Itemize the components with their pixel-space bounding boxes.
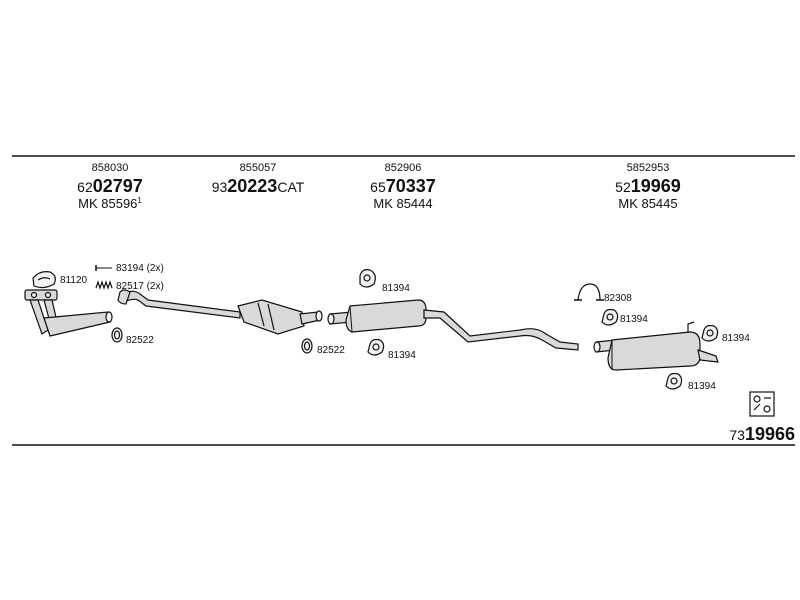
column-1-header: 858030 6202797 MK 855961 [77,162,143,211]
column-3-part-number: 6570337 [370,176,436,196]
label-82522-a: 82522 [126,335,154,346]
column-3-header: 852906 6570337 MK 85444 [370,162,436,211]
column-2-part-number: 9320223CAT [212,176,305,196]
column-4-header: 5852953 5219969 MK 85445 [615,162,681,211]
clamp-82308-icon [577,283,601,301]
column-2-header: 855057 9320223CAT [212,162,305,196]
front-pipe-flange [24,289,58,301]
rubber-mount-81394-a-icon [359,269,376,288]
label-81394-c: 81394 [620,314,648,325]
gasket-81120-icon [32,271,56,289]
label-81394-d: 81394 [722,333,750,344]
label-81394-b: 81394 [388,350,416,361]
seal-ring-82522-b-icon [301,338,313,354]
label-82308: 82308 [604,293,632,304]
rear-silencer-box [607,331,701,371]
label-82522-b: 82522 [317,345,345,356]
column-3-mk: MK 85444 [373,196,432,211]
rubber-mount-81394-e-icon [665,372,683,390]
mounting-kit-icon [749,391,775,417]
bolt-83194-icon [95,265,112,271]
middle-tail-pipe [423,309,579,351]
column-4-mk: MK 85445 [618,196,677,211]
column-1-part-number: 6202797 [77,176,143,196]
column-1-mk: MK 855961 [78,196,142,211]
column-1-ref: 858030 [92,162,129,174]
footer-part-number: 7319966 [729,424,795,444]
catalytic-converter-part: 82522 [117,289,345,356]
label-82517: 82517 (2x) [116,281,164,292]
label-81394-e: 81394 [688,381,716,392]
column-2-ref: 855057 [240,162,277,174]
middle-silencer-box [345,299,427,333]
rear-hanger [687,321,695,332]
rear-tail-pipe [697,349,719,363]
rubber-mount-81394-d-icon [701,324,719,342]
seal-ring-82522-icon [111,327,123,343]
column-4-part-number: 5219969 [615,176,681,196]
rubber-mount-81394-c-icon [601,308,619,326]
column-4-ref: 5852953 [627,162,670,174]
label-81120: 81120 [60,275,88,286]
middle-silencer-part: 81394 81394 [327,269,579,361]
label-81394-a: 81394 [382,283,410,294]
rubber-mount-81394-b-icon [367,338,385,356]
label-83194: 83194 (2x) [116,263,164,274]
column-3-ref: 852906 [385,162,422,174]
rear-silencer-part: 82308 81394 81394 81394 [574,283,750,392]
spring-82517-icon [95,280,113,290]
front-pipe-part: 81120 83194 (2x) 82517 (2x) 82522 [24,263,164,346]
cat-inlet-pipe [119,290,241,319]
